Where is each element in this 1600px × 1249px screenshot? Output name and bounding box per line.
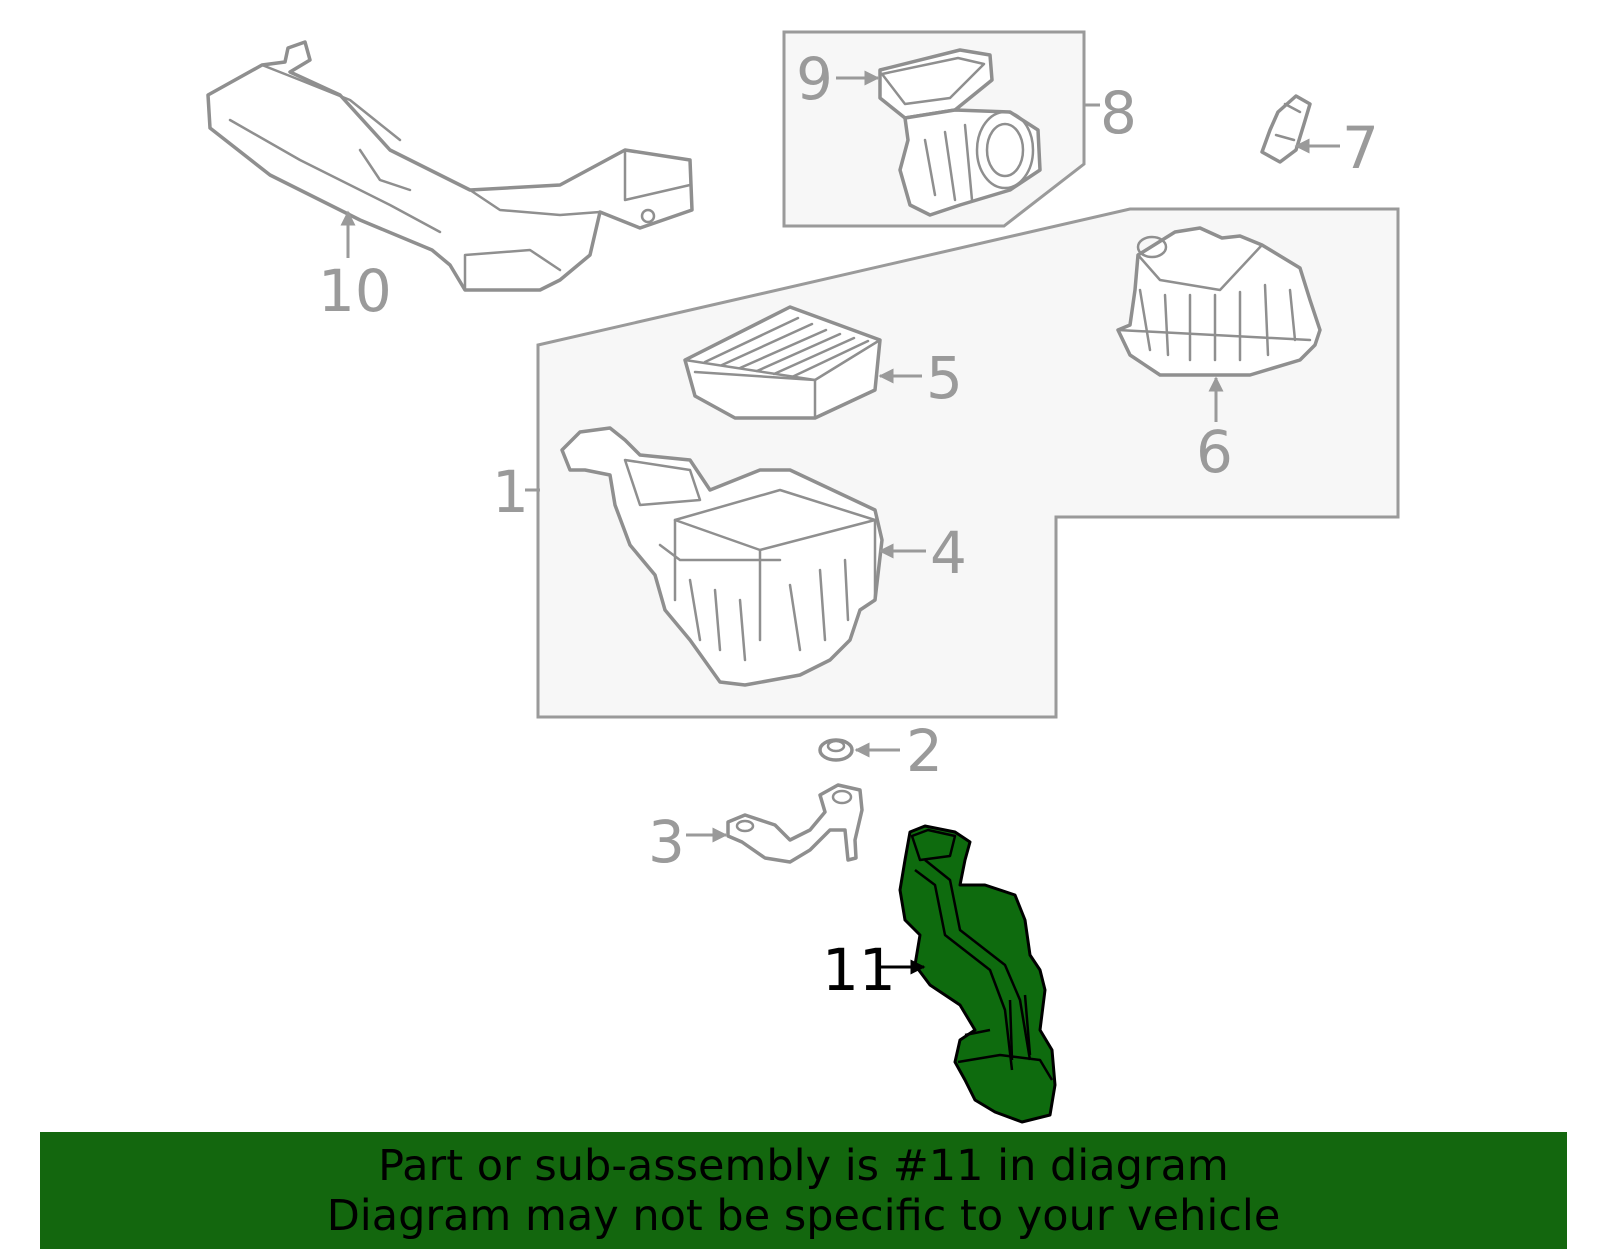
banner-line-2: Diagram may not be specific to your vehi… <box>326 1190 1281 1241</box>
callout-label-9[interactable]: 9 <box>796 45 833 113</box>
callout-label-5[interactable]: 5 <box>926 344 963 412</box>
callout-label-6[interactable]: 6 <box>1196 418 1233 486</box>
part-10-intake-duct <box>206 40 694 292</box>
callout-label-8[interactable]: 8 <box>1100 79 1137 147</box>
callout-label-2[interactable]: 2 <box>906 717 943 785</box>
part-9-inlet-pipe <box>878 48 1042 217</box>
part-4-lower-housing <box>560 426 884 687</box>
part-11-air-duct <box>898 824 1057 1124</box>
info-banner: Part or sub-assembly is #11 in diagram D… <box>40 1132 1567 1249</box>
callout-label-11[interactable]: 11 <box>822 936 896 1004</box>
part-5-filter <box>683 305 882 420</box>
banner-line-1: Part or sub-assembly is #11 in diagram <box>378 1140 1229 1191</box>
callout-label-3[interactable]: 3 <box>648 808 685 876</box>
callout-label-7[interactable]: 7 <box>1342 114 1379 182</box>
part-2-grommet <box>818 738 854 762</box>
part-7-sensor <box>1260 94 1312 164</box>
part-3-bracket <box>726 783 864 864</box>
part-6-upper-housing <box>1116 226 1322 377</box>
callout-label-4[interactable]: 4 <box>930 519 967 587</box>
callout-label-10[interactable]: 10 <box>318 257 392 325</box>
callout-label-1[interactable]: 1 <box>492 458 529 526</box>
